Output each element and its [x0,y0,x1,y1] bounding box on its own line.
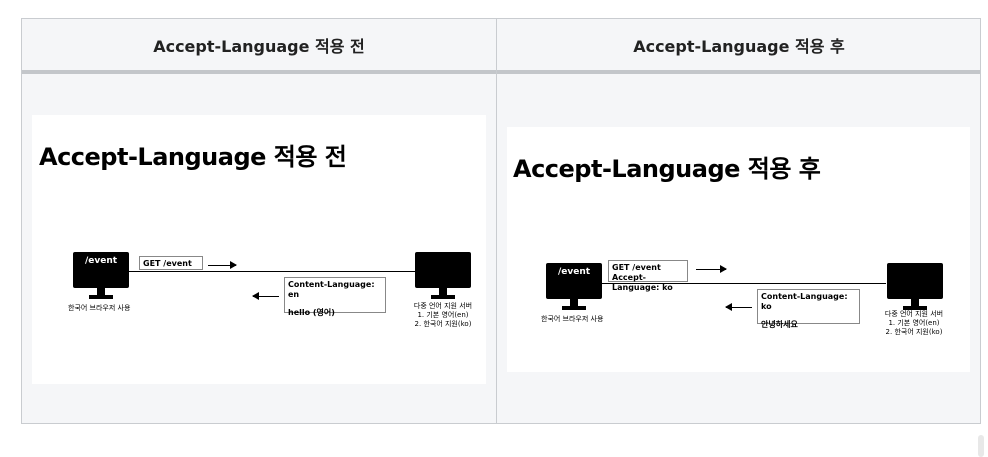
response-header: Content-Language: en [288,280,375,299]
response-body: hello (영어) [288,308,335,317]
response-arrow [725,303,752,311]
diagram-title: Accept-Language 적용 전 [39,143,347,171]
response-header: Content-Language: ko [761,292,848,311]
client-screen-label: /event [557,267,591,277]
diagram-after: Accept-Language 적용 후 /event 한국어 브라우저 사용 … [507,127,970,372]
server-caption-line: 다중 언어 지원 서버 [884,310,944,318]
header-cell-after: Accept-Language 적용 후 [633,36,845,56]
diagram-before: Accept-Language 적용 전 /event 한국어 브라우저 사용 … [32,115,486,384]
response-body: 안녕하세요 [761,320,798,329]
scrollbar-thumb[interactable] [978,435,984,457]
response-arrow [252,292,279,300]
server-caption-line: 다중 언어 지원 서버 [413,302,473,310]
comparison-table: Accept-Language 적용 전 Accept-Language 적용 … [21,18,981,424]
connection-line [129,271,415,272]
request-box: GET /event Accept-Language: ko [608,260,688,292]
request-line: GET /event [612,263,661,272]
request-box: GET /event [139,256,203,270]
request-arrow [208,261,237,269]
client-monitor-icon: /event [546,263,602,311]
client-caption: 한국어 브라우저 사용 [541,315,604,323]
server-caption-line: 2. 한국어 지원(ko) [414,320,472,328]
server-caption: 다중 언어 지원 서버 1. 기본 영어(en) 2. 한국어 지원(ko) [410,302,476,329]
response-box: Content-Language: ko 안녕하세요 [757,289,860,329]
server-caption-line: 2. 한국어 지원(ko) [885,328,943,336]
diagram-title: Accept-Language 적용 후 [513,155,821,183]
client-monitor-icon: /event [73,252,129,300]
connection-line [602,283,886,284]
response-box: Content-Language: en hello (영어) [284,277,386,317]
client-caption: 한국어 브라우저 사용 [68,304,131,312]
server-caption-line: 1. 기본 영어(en) [417,311,469,319]
request-label: GET /event [143,259,192,268]
table-header-row: Accept-Language 적용 전 Accept-Language 적용 … [22,19,980,74]
request-arrow [696,265,727,273]
header-cell-before: Accept-Language 적용 전 [153,36,365,56]
server-monitor-icon [415,252,471,300]
request-accept-language: Accept-Language: ko [612,273,673,292]
server-monitor-icon [887,263,943,311]
server-caption: 다중 언어 지원 서버 1. 기본 영어(en) 2. 한국어 지원(ko) [881,310,947,337]
server-caption-line: 1. 기본 영어(en) [888,319,940,327]
client-screen-label: /event [84,256,118,266]
column-divider [496,19,497,423]
